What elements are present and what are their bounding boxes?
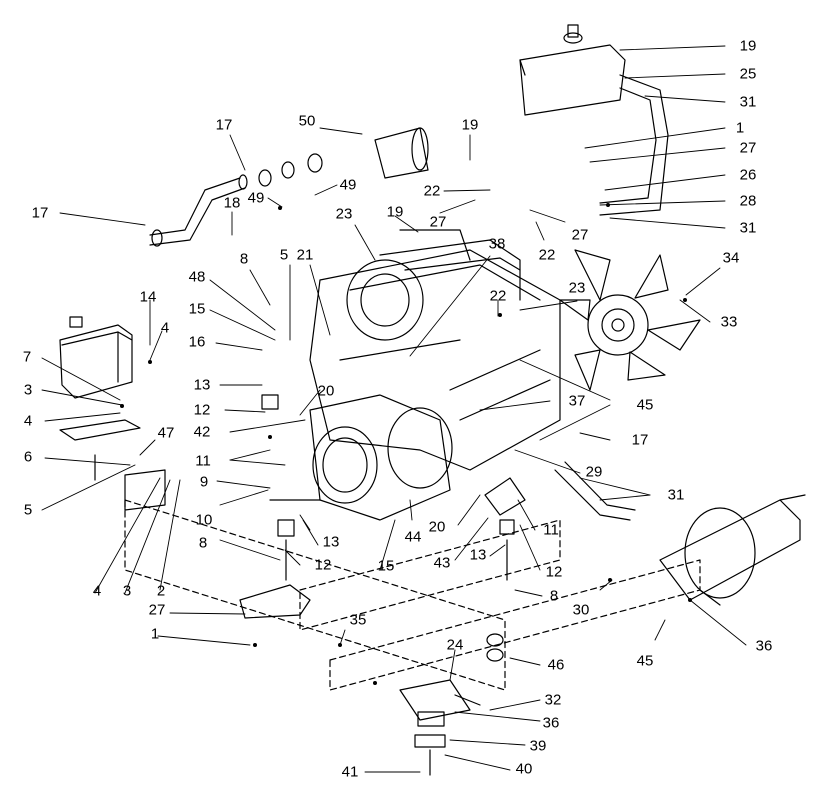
battery-tray — [59, 419, 166, 511]
callout-2: 2 — [156, 582, 166, 600]
callout-14: 14 — [139, 288, 157, 306]
callout-22: 22 — [538, 246, 556, 264]
callout-7: 7 — [22, 348, 32, 366]
callout-39: 39 — [529, 737, 547, 755]
callout-27: 27 — [739, 139, 757, 157]
callout-4: 4 — [160, 319, 170, 337]
callout-36: 36 — [755, 637, 773, 655]
callout-19: 19 — [739, 37, 757, 55]
callout-13: 13 — [469, 546, 487, 564]
callout-1: 1 — [150, 625, 160, 643]
battery — [59, 316, 133, 399]
callout-11: 11 — [195, 452, 211, 470]
callout-3: 3 — [23, 381, 33, 399]
callout-1: 1 — [735, 119, 745, 137]
callout-45: 45 — [636, 396, 654, 414]
coolant-reservoir — [519, 24, 669, 216]
callout-10: 10 — [195, 511, 213, 529]
callout-15: 15 — [188, 300, 206, 318]
callout-30: 30 — [572, 601, 590, 619]
callout-27: 27 — [571, 226, 589, 244]
callout-8: 8 — [198, 534, 208, 552]
engine-mount-left — [239, 394, 321, 619]
callout-27: 27 — [148, 601, 166, 619]
callout-23: 23 — [335, 205, 353, 223]
callout-44: 44 — [404, 528, 422, 546]
callout-32: 32 — [544, 691, 562, 709]
callout-48: 48 — [188, 268, 206, 286]
callout-17: 17 — [631, 431, 649, 449]
lower-bracket — [399, 679, 481, 776]
callout-31: 31 — [739, 93, 757, 111]
callout-25: 25 — [739, 65, 757, 83]
callout-4: 4 — [92, 582, 102, 600]
muffler — [659, 494, 806, 606]
callout-16: 16 — [188, 333, 206, 351]
callout-13: 13 — [322, 533, 340, 551]
callout-21: 21 — [296, 246, 314, 264]
callout-40: 40 — [515, 760, 533, 778]
callout-47: 47 — [157, 424, 175, 442]
callout-5: 5 — [279, 246, 289, 264]
callout-35: 35 — [349, 611, 367, 629]
callout-17: 17 — [215, 116, 233, 134]
callout-45: 45 — [636, 652, 654, 670]
callout-5: 5 — [23, 501, 33, 519]
callout-34: 34 — [722, 249, 740, 267]
upper-radiator-hose — [149, 153, 323, 247]
callout-46: 46 — [547, 656, 565, 674]
callout-29: 29 — [585, 463, 603, 481]
callout-42: 42 — [193, 423, 211, 441]
callout-49: 49 — [339, 176, 357, 194]
engine-mount-right — [484, 477, 526, 581]
callout-41: 41 — [341, 763, 359, 781]
callout-12: 12 — [545, 563, 563, 581]
air-filter-canister — [374, 127, 429, 179]
callout-38: 38 — [488, 235, 506, 253]
callout-22: 22 — [423, 182, 441, 200]
callout-12: 12 — [314, 556, 332, 574]
callout-18: 18 — [223, 194, 241, 212]
callout-27: 27 — [429, 213, 447, 231]
callout-13: 13 — [193, 376, 211, 394]
callout-43: 43 — [433, 554, 451, 572]
callout-31: 31 — [667, 486, 685, 504]
callout-33: 33 — [720, 313, 738, 331]
callout-20: 20 — [428, 518, 446, 536]
callout-26: 26 — [739, 166, 757, 184]
engine-block — [309, 229, 561, 471]
callout-28: 28 — [739, 192, 757, 210]
callout-8: 8 — [239, 250, 249, 268]
callout-50: 50 — [298, 112, 316, 130]
callout-20: 20 — [317, 382, 335, 400]
cooling-fan — [559, 249, 701, 391]
callout-36: 36 — [542, 714, 560, 732]
callout-22: 22 — [489, 287, 507, 305]
callout-11: 11 — [543, 521, 559, 539]
callout-4: 4 — [23, 412, 33, 430]
callout-15: 15 — [377, 557, 395, 575]
callout-6: 6 — [23, 448, 33, 466]
rubber-mount — [486, 633, 504, 662]
callout-24: 24 — [446, 636, 464, 654]
callout-31: 31 — [739, 219, 757, 237]
leader-lines — [41, 45, 747, 773]
callout-19: 19 — [386, 203, 404, 221]
exhaust-pipe — [554, 461, 636, 521]
callout-8: 8 — [549, 587, 559, 605]
callout-23: 23 — [568, 279, 586, 297]
callout-37: 37 — [568, 392, 586, 410]
callout-19: 19 — [461, 116, 479, 134]
callout-9: 9 — [199, 473, 209, 491]
callout-17: 17 — [31, 204, 49, 222]
callout-3: 3 — [122, 582, 132, 600]
fastener-dots — [120, 203, 692, 685]
callout-49: 49 — [247, 189, 265, 207]
bell-housing — [309, 394, 453, 521]
callout-12: 12 — [193, 401, 211, 419]
